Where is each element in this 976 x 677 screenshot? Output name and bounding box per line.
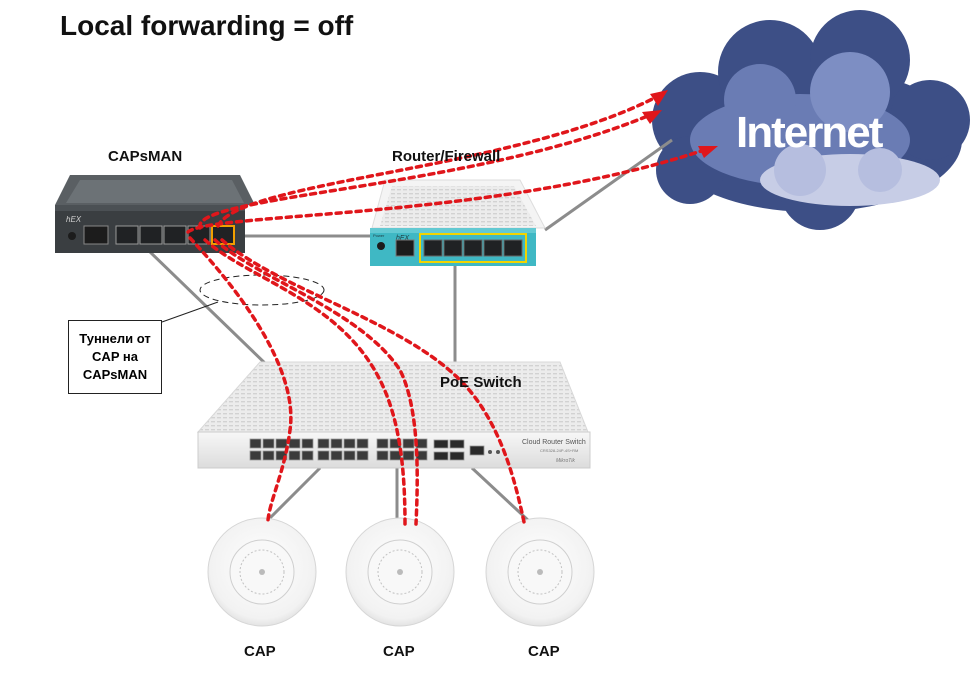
cable-capsman-switch [146,248,272,370]
label-cap-2: CAP [383,643,415,660]
switch-model-text: CRS328-24P-4S+RM [540,448,578,453]
page-title: Local forwarding = off [60,10,354,41]
hex-left-logo: hEX [66,215,82,224]
tunnel-cap3 [220,238,526,524]
tunnel-internet-2 [198,113,652,230]
cable-switch-cap1 [266,466,322,522]
internet-cloud [652,10,970,230]
tunnel-internet-1 [216,93,662,228]
router-firewall-device: hEX Power [370,179,546,266]
label-internet: Internet [736,108,883,157]
cable-router-internet [544,138,673,232]
poe-switch-device: Cloud Router Switch CRS328-24P-4S+RM Mik… [196,361,591,469]
switch-vendor-text: MikroTik [556,458,575,464]
note-pointer-line [161,301,219,323]
arrowhead-1 [650,90,668,106]
tunnel-internet-3 [186,146,712,234]
cap-device-2 [345,517,455,627]
hex-right-power-label: Power [373,233,385,238]
cap-device-3 [485,517,595,627]
label-cap-1: CAP [244,643,276,660]
tunnel-paths [186,93,712,526]
label-router-firewall: Router/Firewall [392,148,501,165]
hex-right-logo: hEX [396,235,410,242]
label-cap-3: CAP [528,643,560,660]
arrowhead-2 [642,110,662,124]
tunnels-note: Туннели от CAP на CAPsMAN [68,320,162,394]
tunnel-cap1 [188,236,293,522]
tunnel-arrowheads [642,90,718,158]
capsman-router-device: hEX [55,175,255,253]
switch-sfp-ports [433,439,485,461]
arrowhead-3 [698,146,718,158]
cap-device-1 [207,517,317,627]
label-capsman: CAPsMAN [108,148,183,165]
switch-brand-text: Cloud Router Switch [522,439,586,446]
switch-ports-block-1 [249,438,314,461]
tunnel-highlight-ellipse [199,274,325,306]
cables [146,138,673,526]
tunnel-cap2a [203,238,407,526]
switch-ports-block-2 [317,438,369,461]
label-poe-switch: PoE Switch [440,374,522,391]
tunnel-cap2b [213,238,419,526]
